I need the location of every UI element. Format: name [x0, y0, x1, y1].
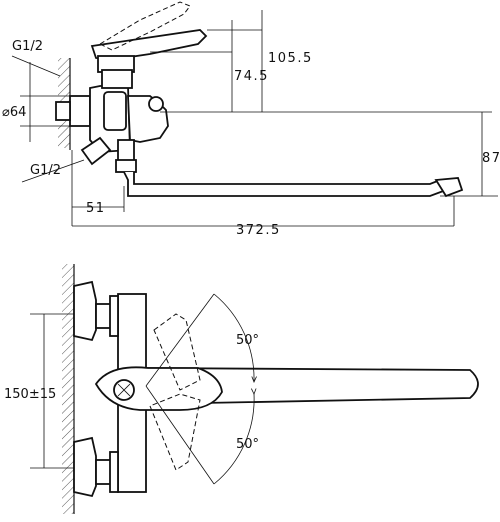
wall-hatch-bottom: [62, 264, 74, 514]
label-diameter: ⌀64: [2, 105, 26, 120]
label-thread-bottom: G1/2: [30, 163, 61, 178]
inlet-connector: [69, 95, 91, 127]
label-centers: 150±15: [4, 387, 56, 402]
label-height-total: 105.5: [268, 51, 313, 66]
upper-escutcheon: [73, 280, 97, 342]
indicator-cross: [117, 383, 131, 397]
lower-escutcheon: [73, 436, 97, 498]
arc-up: [213, 293, 254, 382]
spout-tip: [434, 177, 464, 198]
spout-collar: [117, 139, 135, 163]
spout-ring: [115, 159, 137, 173]
label-height-inlet: 74.5: [234, 69, 269, 84]
spout: [123, 171, 448, 197]
label-spout-length: 372.5: [236, 223, 281, 238]
lower-inlet: [80, 136, 112, 166]
label-angle-up: 50°: [236, 333, 259, 348]
leader-thread-top: [11, 55, 61, 77]
lever-down-dashed: [149, 393, 201, 471]
lever-base: [101, 69, 133, 89]
diverter-knob: [148, 96, 164, 112]
lever-raised-dashed: [98, 1, 191, 51]
angle-ray-down: [145, 385, 215, 485]
front-spout: [138, 367, 479, 405]
side-view: G1/2 ⌀64 G1/2 105.5 74.5 87 51 372.5: [2, 1, 500, 238]
angle-ray-up: [145, 293, 215, 387]
arc-down: [213, 394, 254, 485]
label-thread-top: G1/2: [12, 39, 43, 54]
front-view: 150±15 50° 50°: [4, 264, 479, 514]
lower-inlet-arm: [109, 451, 119, 493]
label-spout-drop: 87: [482, 151, 500, 166]
body-nut: [103, 91, 127, 131]
leader-thread-bottom: [21, 159, 85, 183]
label-inlet-offset: 51: [86, 201, 106, 216]
inlet-escutcheon: [55, 101, 71, 121]
label-angle-down: 50°: [236, 437, 259, 452]
upper-inlet-arm: [109, 295, 119, 337]
